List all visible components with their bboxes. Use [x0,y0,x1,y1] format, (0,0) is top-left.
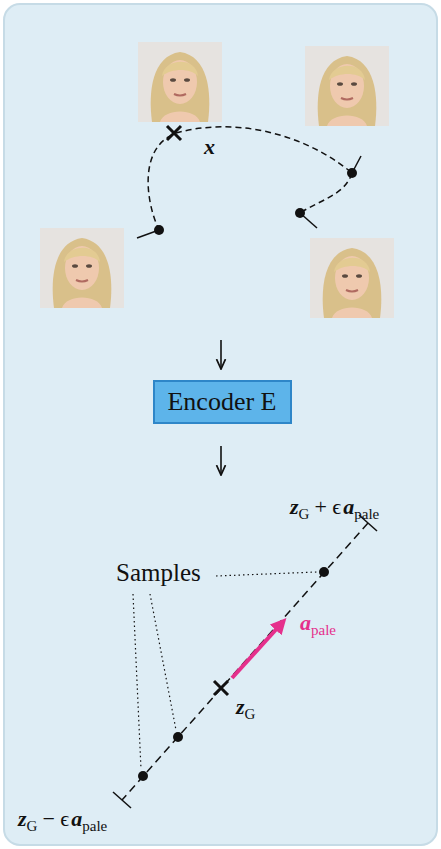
leader-lines [133,572,317,769]
latent-dots [138,567,329,781]
down-arrow [220,446,222,474]
ticks [137,156,361,238]
label-part: a [71,806,82,831]
panel [4,4,437,845]
math-label: apale [300,610,336,639]
encoder-box: Encoder E [153,380,292,424]
photos [40,42,394,318]
down-arrow [220,340,222,368]
label-part: z [18,806,27,831]
label-part: G [299,506,310,522]
math-label: zG− ϵapale [18,806,107,835]
label-part: pale [311,622,336,638]
label-part: − ϵ [42,806,69,831]
label-part: + ϵ [314,494,341,519]
image-manifold [148,127,352,230]
direction-arrow [232,624,281,678]
math-label: zG [236,694,255,723]
text-label: Samples [116,558,201,588]
label-part: pale [354,506,379,522]
math-label: x [204,134,215,160]
sample-dots [154,168,357,235]
label-part: z [290,494,299,519]
end-tick [113,792,131,808]
star-z [214,681,228,695]
label-part: a [300,610,311,635]
label-part: Samples [116,559,201,586]
label-part: G [245,706,256,722]
label-part: z [236,694,245,719]
label-part: a [343,494,354,519]
math-label: zG+ ϵapale [290,494,379,523]
label-part: G [27,818,38,834]
node-text: Encoder E [167,387,276,417]
label-part: pale [82,818,107,834]
label-part: x [204,134,215,159]
star-x [167,126,181,140]
